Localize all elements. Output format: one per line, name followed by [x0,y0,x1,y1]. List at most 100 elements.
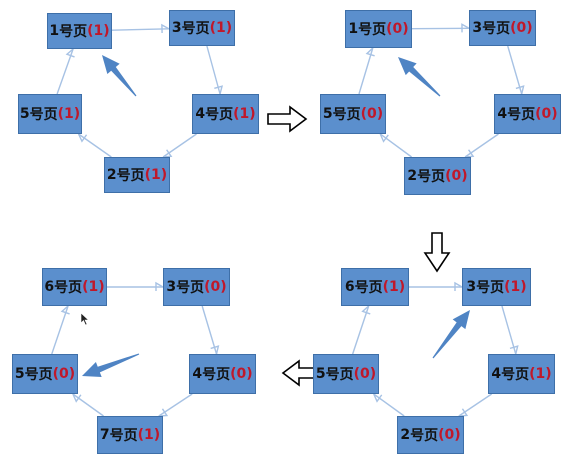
page-number: 6 [344,279,355,295]
edge-top-right-n3-n4 [507,45,525,95]
page-number: 4 [192,366,203,382]
edge-top-left-n1-n3 [111,23,170,33]
page-suffix: 号页 [417,169,446,185]
access-bit: (1) [504,279,527,295]
edge-top-right-n1-n3 [411,23,470,33]
page-number: 2 [407,168,418,184]
edge-bottom-right-n3-n4 [501,305,519,355]
access-bit: (1) [144,167,168,183]
transition-arrow-down [423,232,451,273]
page-suffix: 号页 [29,107,58,123]
page-suffix: 号页 [410,428,439,444]
page-number: 5 [14,366,25,382]
access-bit: (0) [438,427,461,443]
access-bit: (0) [445,168,468,184]
edge-bottom-left-n4-n7 [158,393,193,417]
page-number: 1 [348,21,359,37]
access-bit: (1) [137,427,161,443]
page-suffix: 号页 [354,280,383,296]
page-number: 2 [400,427,411,443]
edge-bottom-right-n4-n2 [458,393,493,417]
page-suffix: 号页 [507,107,536,123]
edge-top-right-n2-n5 [379,133,413,158]
page-suffix: 号页 [325,367,354,383]
edge-bottom-left-n5-n6 [51,305,70,355]
page-suffix: 号页 [54,280,83,296]
access-bit: (1) [209,20,233,36]
page-suffix: 号页 [24,367,53,383]
edge-top-left-n3-n4 [206,45,224,95]
pointers-layer [82,55,470,377]
edge-top-left-n2-n5 [77,133,112,158]
transition-arrow-right [267,105,308,133]
transitions-layer [267,105,451,387]
access-bit: (0) [386,21,409,37]
page-suffix: 号页 [482,21,511,37]
page-suffix: 号页 [358,22,387,38]
pointer-arrow-top-right [398,57,441,97]
page-suffix: 号页 [109,428,138,444]
access-bit: (1) [529,366,552,382]
edge-bottom-right-n5-n6 [352,305,371,355]
page-number: 6 [44,279,55,295]
edge-bottom-left-n6-n3 [107,281,164,291]
access-bit: (0) [204,279,227,295]
page-number: 3 [171,20,182,36]
page-number: 1 [49,23,60,39]
access-bit: (1) [382,279,406,295]
page-suffix: 号页 [116,168,145,184]
edge-top-right-n5-n1 [358,47,375,95]
page-suffix: 号页 [181,21,210,37]
access-bit: (1) [82,279,105,295]
pointer-arrow-top-left [102,55,137,97]
page-suffix: 号页 [501,367,530,383]
page-suffix: 号页 [59,24,88,40]
access-bit: (0) [353,366,377,382]
pointer-arrow-bottom-left [82,353,140,377]
edges-layer [51,23,525,417]
page-number: 4 [497,106,508,122]
page-number: 5 [19,106,30,122]
access-bit: (1) [57,106,81,122]
page-number: 3 [472,20,483,36]
page-number: 3 [166,279,177,295]
mouse-pointer-icon [80,312,90,326]
access-bit: (0) [360,106,384,122]
pointer-arrow-bottom-right [432,310,470,359]
page-suffix: 号页 [176,280,205,296]
access-bit: (0) [52,366,76,382]
page-number: 7 [99,427,110,443]
edge-bottom-left-n7-n5 [72,393,104,417]
access-bit: (0) [510,20,533,36]
access-bit: (0) [535,106,558,122]
page-suffix: 号页 [202,367,231,383]
edge-top-left-n5-n1 [56,48,75,95]
access-bit: (0) [230,366,253,382]
edge-bottom-right-n6-n3 [409,281,463,291]
edge-bottom-left-n3-n4 [201,305,220,355]
page-number: 5 [315,366,326,382]
page-number: 4 [491,366,502,382]
page-suffix: 号页 [332,107,361,123]
page-suffix: 号页 [205,107,234,123]
page-number: 3 [466,279,477,295]
